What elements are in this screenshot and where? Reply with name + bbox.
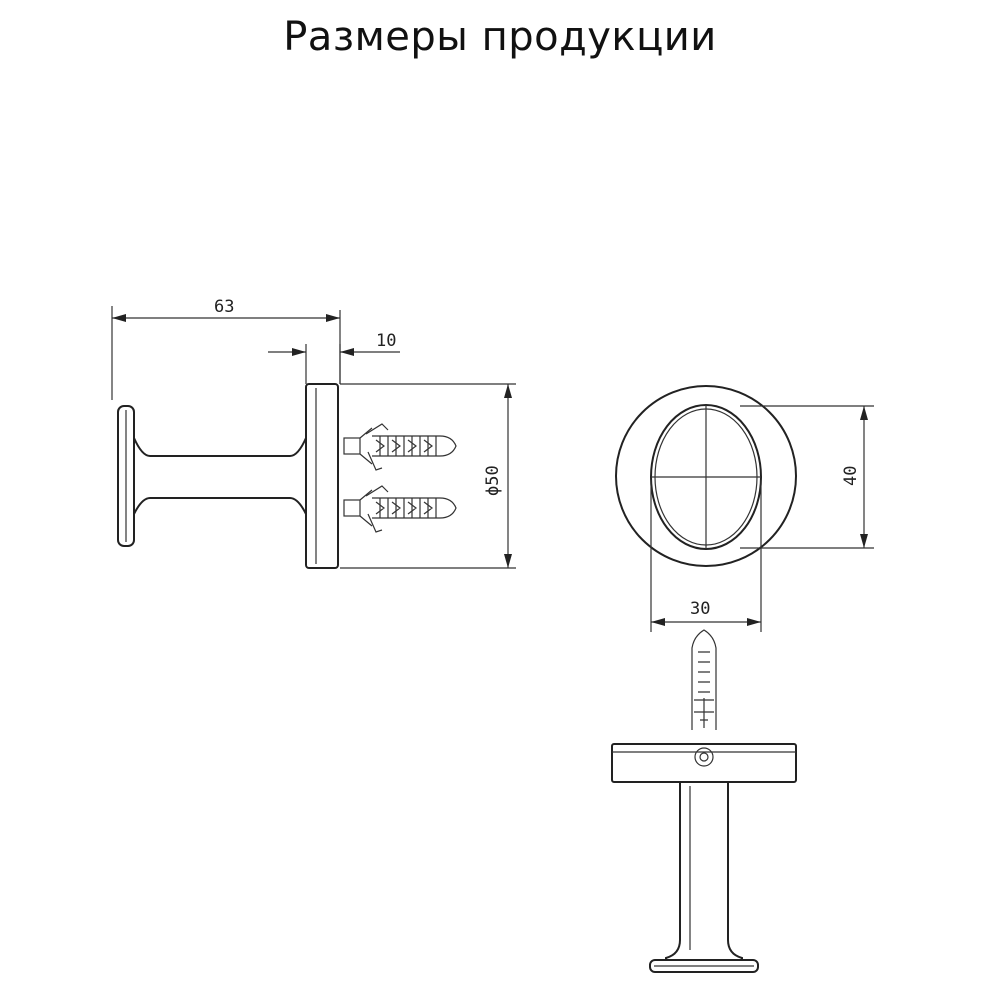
dim-diameter-label: ϕ50 <box>483 465 503 496</box>
wall-plug-top <box>343 423 457 471</box>
rod-top <box>133 437 307 457</box>
bottom-rod-right <box>727 782 743 960</box>
page-title: Размеры продукции <box>283 14 717 60</box>
screw-hole <box>694 747 714 767</box>
front-view: 40 30 <box>615 385 874 632</box>
dim-oval-width-label: 30 <box>690 599 710 619</box>
side-view: 63 10 ϕ50 <box>111 297 516 569</box>
wall-plug-vertical <box>691 629 717 730</box>
dim-oval-height-label: 40 <box>841 466 861 486</box>
base-circle <box>615 385 797 567</box>
end-cap <box>117 405 135 547</box>
rod-bottom <box>133 497 307 515</box>
dim-thickness-label: 10 <box>376 331 396 351</box>
bottom-base-plate <box>611 743 797 783</box>
wall-plug-bottom <box>343 485 457 533</box>
base-plate <box>305 383 339 569</box>
bottom-end-cap <box>649 959 759 973</box>
dim-length-label: 63 <box>214 297 234 317</box>
bottom-rod-left <box>665 782 681 960</box>
bottom-view <box>611 629 797 973</box>
